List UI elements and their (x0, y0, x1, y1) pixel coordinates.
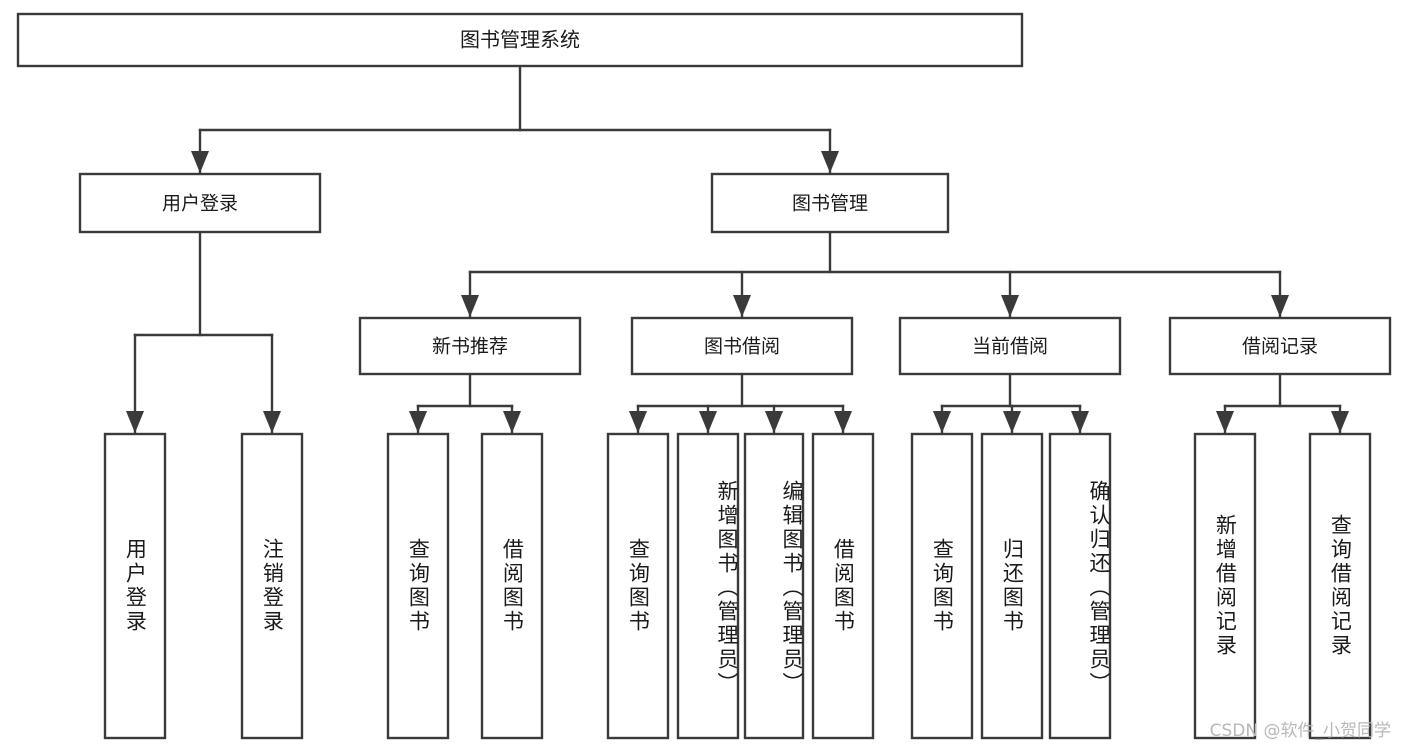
node-label: 借阅记录 (1242, 336, 1318, 358)
node-label: 图书管理 (792, 193, 868, 215)
node-leaf-query-book-bor[interactable] (606, 432, 670, 740)
node-root[interactable]: 图书管理系统 (16, 12, 1024, 68)
arrow-head-icon (409, 411, 427, 433)
arrow-head-icon (191, 151, 209, 173)
node-book-borrow[interactable]: 图书借阅 (630, 316, 854, 376)
arrow-head-icon (263, 411, 281, 433)
arrow-head-icon (461, 295, 479, 317)
arrow-head-icon (765, 411, 783, 433)
node-leaf-return-book[interactable] (980, 432, 1044, 740)
arrow-head-icon (1331, 411, 1349, 433)
arrow-head-icon (933, 411, 951, 433)
node-user-login[interactable]: 用户登录 (78, 172, 322, 234)
node-leaf-confirm-return[interactable] (1048, 432, 1112, 740)
arrow-head-icon (1003, 411, 1021, 433)
node-current-borrow[interactable]: 当前借阅 (898, 316, 1122, 376)
arrow-head-icon (733, 295, 751, 317)
node-leaf-user-logout[interactable] (240, 432, 304, 740)
node-label: 新书推荐 (432, 336, 508, 358)
arrow-head-icon (1271, 295, 1289, 317)
node-book-manage[interactable]: 图书管理 (710, 172, 950, 234)
arrow-head-icon (629, 411, 647, 433)
node-leaf-borrow-book-rec[interactable] (480, 432, 544, 740)
node-leaf-query-record[interactable] (1308, 432, 1372, 740)
node-leaf-add-book[interactable] (676, 432, 740, 740)
node-leaf-edit-book[interactable] (743, 432, 805, 740)
arrow-head-icon (699, 411, 717, 433)
node-label: 图书管理系统 (460, 28, 580, 52)
node-leaf-query-book-rec[interactable] (386, 432, 450, 740)
node-label: 用户登录 (162, 193, 238, 215)
arrow-head-icon (503, 411, 521, 433)
arrow-head-icon (1071, 411, 1089, 433)
node-new-book-rec[interactable]: 新书推荐 (358, 316, 582, 376)
node-label: 图书借阅 (704, 336, 780, 358)
connectors-layer (126, 64, 1349, 435)
node-leaf-add-record[interactable] (1193, 432, 1257, 740)
arrow-head-icon (821, 151, 839, 173)
arrow-head-icon (1216, 411, 1234, 433)
arrow-head-icon (1001, 295, 1019, 317)
node-leaf-borrow-book-bor[interactable] (811, 432, 875, 740)
node-leaf-user-login[interactable] (103, 432, 167, 740)
arrow-head-icon (126, 411, 144, 433)
node-leaf-query-book-cur[interactable] (910, 432, 974, 740)
node-label: 当前借阅 (972, 336, 1048, 358)
arrow-head-icon (834, 411, 852, 433)
node-borrow-record[interactable]: 借阅记录 (1168, 316, 1392, 376)
